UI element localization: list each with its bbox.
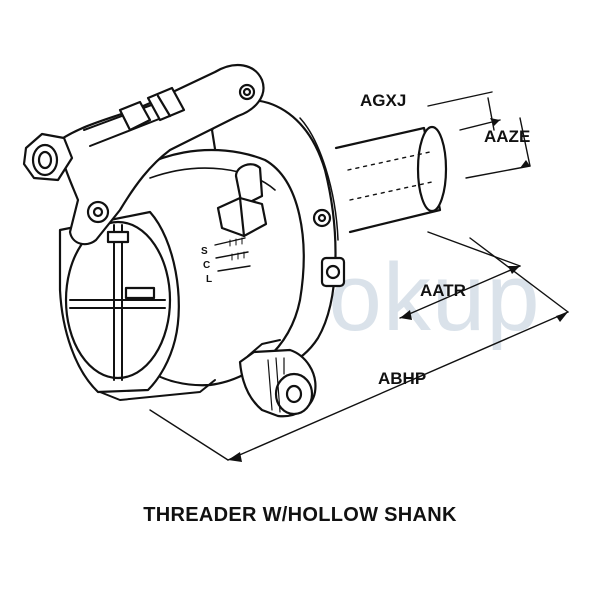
dimension-lines bbox=[149, 91, 569, 461]
dimension-arrows bbox=[228, 118, 568, 462]
size-dial bbox=[214, 237, 251, 272]
dimension-label-agxj: AGXJ bbox=[360, 91, 406, 110]
dial-letter-l: L bbox=[206, 274, 212, 285]
knurled-knob bbox=[238, 339, 317, 418]
top-hex-stud bbox=[216, 163, 268, 238]
dial-letter-c: C bbox=[203, 260, 210, 271]
adjusting-nut bbox=[22, 132, 74, 182]
clamp-arm bbox=[58, 63, 265, 246]
figure-caption: THREADER W/HOLLOW SHANK bbox=[143, 504, 457, 526]
dial-letter-s: S bbox=[201, 246, 208, 257]
dimension-label-aaze: AAZE bbox=[484, 127, 530, 146]
hollow-shank bbox=[334, 125, 448, 234]
die-head-body bbox=[58, 148, 305, 401]
dimension-label-aatr: AATR bbox=[420, 281, 466, 300]
dimension-label-abhp: ABHP bbox=[378, 369, 426, 388]
